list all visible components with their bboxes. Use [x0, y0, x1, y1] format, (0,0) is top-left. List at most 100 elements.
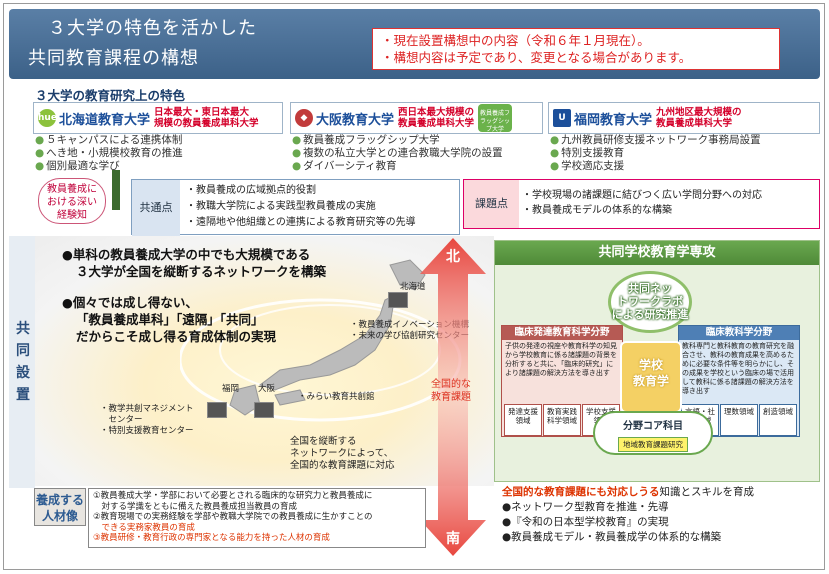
map-text-line: だからこそ成し得る育成体制の実現	[76, 329, 277, 344]
university-tag: 日本最大・東日本最大規模の教員養成単科大学	[154, 107, 259, 129]
feature-item: 教員養成フラッグシップ大学	[292, 134, 543, 147]
notice-line1: ・現在設置構想中の内容（令和６年１月現在）。	[381, 33, 650, 48]
subject-cell: 創造領域	[759, 404, 797, 436]
issue-line: 教育課題	[431, 392, 471, 403]
pill-line: おける深い	[47, 197, 97, 208]
subject-cell: 理数領域	[720, 404, 758, 436]
feature-item: 個別最適な学び	[35, 160, 283, 173]
national-issue-label: 全国的な 教育課題	[426, 378, 476, 404]
network-line: 全国を縦断する	[290, 436, 357, 447]
hue-logo-icon: hue	[38, 109, 57, 127]
hokkaido-label: 北海道	[400, 282, 426, 292]
profile-item: できる実務家教員の育成	[93, 522, 195, 533]
page-title-line1: ３大学の特色を活かした	[48, 18, 257, 39]
issues-box: 課題点 ・学校現場の諸課題に結びつく広い学問分野への対応 ・教員養成モデルの体系…	[463, 179, 820, 229]
fukuoka-facilities: ・教学共創マネジメント センター ・特別支援教育センター	[100, 404, 194, 437]
profile-item: ③教員研修・教育行政の専門家となる能力を持った人材の育成	[93, 533, 330, 543]
clinical-cell: 発達支援領域	[504, 404, 542, 436]
building-icon	[388, 292, 408, 308]
facility-item: ・特別支援教育センター	[100, 426, 194, 436]
clinical-text: 子供の発達の視座や教育科学の知見から学校教育に係る諸課題の背景を分析すると共に、…	[505, 342, 617, 377]
feature-item: 学校適応支援	[550, 160, 820, 173]
tag-line2: 規模の教員養成単科大学	[154, 118, 259, 129]
bottom-item: ●ネットワーク型教育を推進・先導	[502, 501, 669, 513]
bottom-list: ●ネットワーク型教育を推進・先導 ●『令和の日本型学校教育』の実現 ●教員養成モ…	[502, 500, 721, 545]
clinical-head: 臨床発達教育科学分野	[502, 326, 622, 340]
facility-item: ・未来の学び協創研究センター	[350, 331, 470, 341]
map-text-line: 「教員養成単科」「遠隔」「共同」	[76, 312, 264, 327]
osaka-logo-icon: ◆	[295, 109, 313, 127]
network-text: 全国を縦断する ネットワークによって、 全国的な教育課題に対応	[290, 436, 395, 472]
bottom-item: ●教員養成モデル・教員養成学の体系的な構築	[502, 531, 722, 543]
tag-line2: 教員養成単科大学	[398, 118, 475, 129]
issue-line: 全国的な	[431, 379, 471, 390]
pill-line: 経験知	[57, 210, 87, 221]
university-logo: ◆大阪教育大学	[295, 109, 394, 128]
university-tag: 西日本最大規模の教員養成単科大学	[398, 107, 474, 129]
school-education-center: 学校 教育学	[620, 341, 682, 413]
subject-text: 教科専門と教科教育の教育研究を融合させ、教科の教育成果を高めるために必要な条件等…	[682, 342, 794, 395]
tag-line1: 日本最大・東日本最大	[154, 107, 250, 118]
network-lab-hub: 共同ネッ トワークラボ による研究推進	[608, 271, 692, 333]
university-features: ５キャンパスによる連携体制 へき地・小規模校教育の推進 個別最適な学び	[33, 134, 283, 173]
issue-item: ・教員養成モデルの体系的な構築	[522, 205, 672, 216]
clinical-development-box: 臨床発達教育科学分野 子供の発達の視座や教育科学の知見から学校教育に係る諸課題の…	[501, 325, 623, 437]
common-item: ・教職大学院による実践型教員養成の実施	[186, 201, 376, 212]
university-header: ◆大阪教育大学 西日本最大規模の教員養成単科大学 教員養成フラッグシップ大学	[290, 102, 543, 134]
tag-line2: 教員養成単科大学	[656, 118, 733, 129]
map-text-1: ●単科の教員養成大学の中でも大規模である ３大学が全国を縦断するネットワークを構…	[62, 246, 326, 280]
network-line: ネットワークによって、	[290, 448, 394, 459]
notice-box: ・現在設置構想中の内容（令和６年１月現在）。 ・構想内容は予定であり、変更となる…	[372, 28, 780, 70]
hub-line: による研究推進	[611, 308, 689, 321]
skills-highlight: 全国的な教育課題にも対応しうる	[502, 486, 660, 498]
section-title: ３大学の教育研究上の特色	[35, 88, 186, 103]
subject-head: 臨床教科学分野	[679, 326, 799, 340]
profile-item: ①教員養成大学・学部において必要とされる臨床的な研究力と教員養成に	[93, 491, 373, 501]
hub-line: トワークラボ	[617, 295, 683, 308]
university-name: 福岡教育大学	[574, 112, 653, 128]
feature-item: 複数の私立大学との連合教職大学院の設置	[292, 147, 543, 160]
map-text-2: ●個々では成し得ない、 「教員養成単科」「遠隔」「共同」 だからこそ成し得る育成…	[62, 294, 276, 345]
bottom-item: ●『令和の日本型学校教育』の実現	[502, 516, 669, 528]
target-profile-label: 養成する 人材像	[34, 488, 86, 526]
issue-item: ・学校現場の諸課題に結びつく広い学問分野への対応	[522, 190, 762, 201]
tag-line1: 西日本最大規模の	[398, 107, 475, 118]
fukuoka-logo-icon: U	[553, 109, 571, 127]
center-line: 教育学	[632, 374, 669, 388]
joint-setup-strip	[9, 236, 35, 488]
label-line: 養成する	[35, 493, 84, 507]
building-icon	[207, 402, 227, 418]
map-text-line: ●個々では成し得ない、	[62, 295, 198, 310]
joint-school-education-panel: 共同学校教育学専攻 臨床発達教育科学分野 子供の発達の視座や教育科学の知見から学…	[494, 240, 820, 482]
issue-label: 課題点	[464, 180, 519, 228]
university-name: 大阪教育大学	[316, 112, 395, 128]
feature-item: 特別支援教育	[550, 147, 820, 160]
skills-rest: 知識とスキルを育成	[659, 486, 755, 498]
core-subject-box: 分野コア科目 地域教育課題研究	[593, 411, 713, 455]
facility-item: ・教学共創マネジメント	[100, 404, 194, 414]
connector-bar	[112, 170, 120, 210]
issue-items: ・学校現場の諸課題に結びつく広い学問分野への対応 ・教員養成モデルの体系的な構築	[522, 188, 762, 218]
feature-item: ５キャンパスによる連携体制	[35, 134, 283, 147]
target-profile-list: ①教員養成大学・学部において必要とされる臨床的な研究力と教員養成に 対する学識を…	[88, 488, 426, 548]
university-tag: 九州地区最大規模の教員養成単科大学	[656, 107, 742, 129]
common-item: ・教員養成の広域拠点的役割	[186, 185, 316, 196]
south-label: 南	[446, 531, 460, 547]
map-text-line: ３大学が全国を縦断するネットワークを構築	[76, 264, 327, 279]
common-label: 共通点	[132, 180, 180, 236]
profile-item: 対する学識をともに備えた教員養成担当教員の育成	[93, 501, 298, 512]
clinical-cell: 教育実践科学領域	[543, 404, 581, 436]
building-icon	[254, 402, 274, 418]
core-badge: 地域教育課題研究	[618, 437, 688, 452]
university-name: 北海道教育大学	[59, 112, 151, 128]
common-points-box: 共通点 ・教員養成の広域拠点的役割 ・教職大学院による実践型教員養成の実施 ・遠…	[131, 179, 460, 236]
common-item: ・遠隔地や他組織との連携による教育研究等の先導	[186, 217, 416, 228]
map-text-line: ●単科の教員養成大学の中でも大規模である	[62, 247, 311, 262]
